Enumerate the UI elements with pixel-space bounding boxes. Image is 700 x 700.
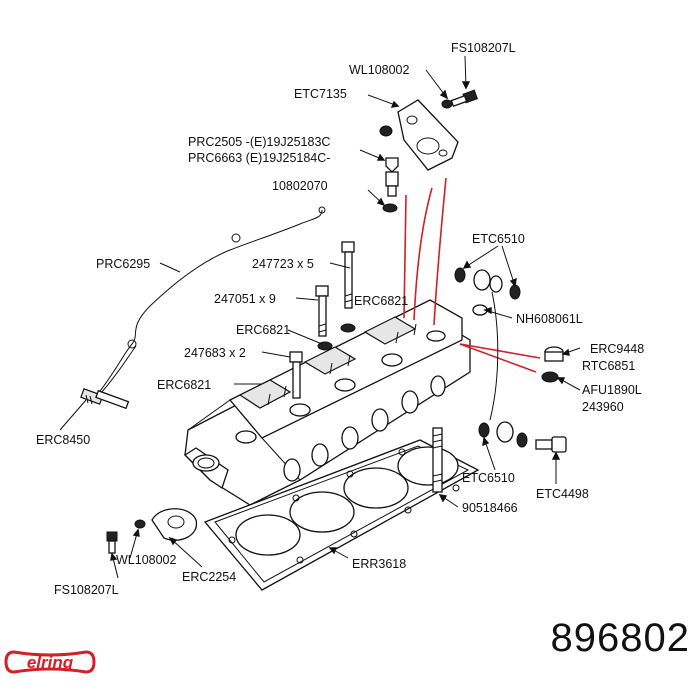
washer-wl108002-top [441,99,453,109]
bolt-etc4498 [535,436,567,453]
head-gasket [203,439,480,591]
label-nh608061l: NH608061L [516,312,583,326]
bolt-fs108207l-top [450,89,478,108]
label-erc6821-small: ERC6821 [354,294,408,308]
callout-labels: FS108207L WL108002 ETC7135 PRC2505 -(E)1… [36,41,644,597]
coolant-pipe [454,267,528,448]
sensor-lead [80,206,326,410]
nut-etc7135 [379,125,393,137]
label-afu1890l: AFU1890L [582,383,642,397]
label-etc6510-top: ETC6510 [472,232,525,246]
label-247723: 247723 x 5 [252,257,314,271]
thermostat-housing-plate [397,99,459,171]
plug-erc9448 [544,346,564,362]
bolt-fs108207l-bottom [106,531,118,554]
label-10802070: 10802070 [272,179,328,193]
label-fs108207l-top: FS108207L [451,41,516,55]
logo-wordmark: elring [27,653,74,672]
label-90518466: 90518466 [462,501,518,515]
elbow-erc2254 [151,508,198,541]
washer-afu1890l [541,371,559,383]
cylinder-head [183,299,471,506]
label-prc2505: PRC2505 -(E)19J25183C [188,135,330,149]
label-247683: 247683 x 2 [184,346,246,360]
label-erc2254: ERC2254 [182,570,236,584]
part-number: 896802 [550,616,690,660]
label-wl108002-bottom: WL108002 [116,553,177,567]
label-prc6295: PRC6295 [96,257,150,271]
label-erc6821-a: ERC6821 [236,323,290,337]
label-erc8450: ERC8450 [36,433,90,447]
label-erc6821-b: ERC6821 [157,378,211,392]
temperature-sensor [385,157,399,197]
head-bolt-medium [315,285,329,337]
washer-wl108002-bottom [134,519,146,529]
elring-logo: elring [4,650,96,674]
leader-arrowheads [110,81,570,561]
label-247051: 247051 x 9 [214,292,276,306]
label-prc6663: PRC6663 (E)19J25184C- [188,151,330,165]
head-bolt-long [341,241,355,309]
stud [432,427,443,493]
label-243960: 243960 [582,400,624,414]
label-fs108207l-bottom: FS108207L [54,583,119,597]
label-erc9448: ERC9448 [590,342,644,356]
label-etc4498: ETC4498 [536,487,589,501]
label-rtc6851: RTC6851 [582,359,635,373]
label-etc6510-bottom: ETC6510 [462,471,515,485]
label-etc7135: ETC7135 [294,87,347,101]
label-err3618: ERR3618 [352,557,406,571]
washer [340,323,356,333]
label-wl108002-top: WL108002 [349,63,410,77]
washer-10802070 [382,203,398,213]
